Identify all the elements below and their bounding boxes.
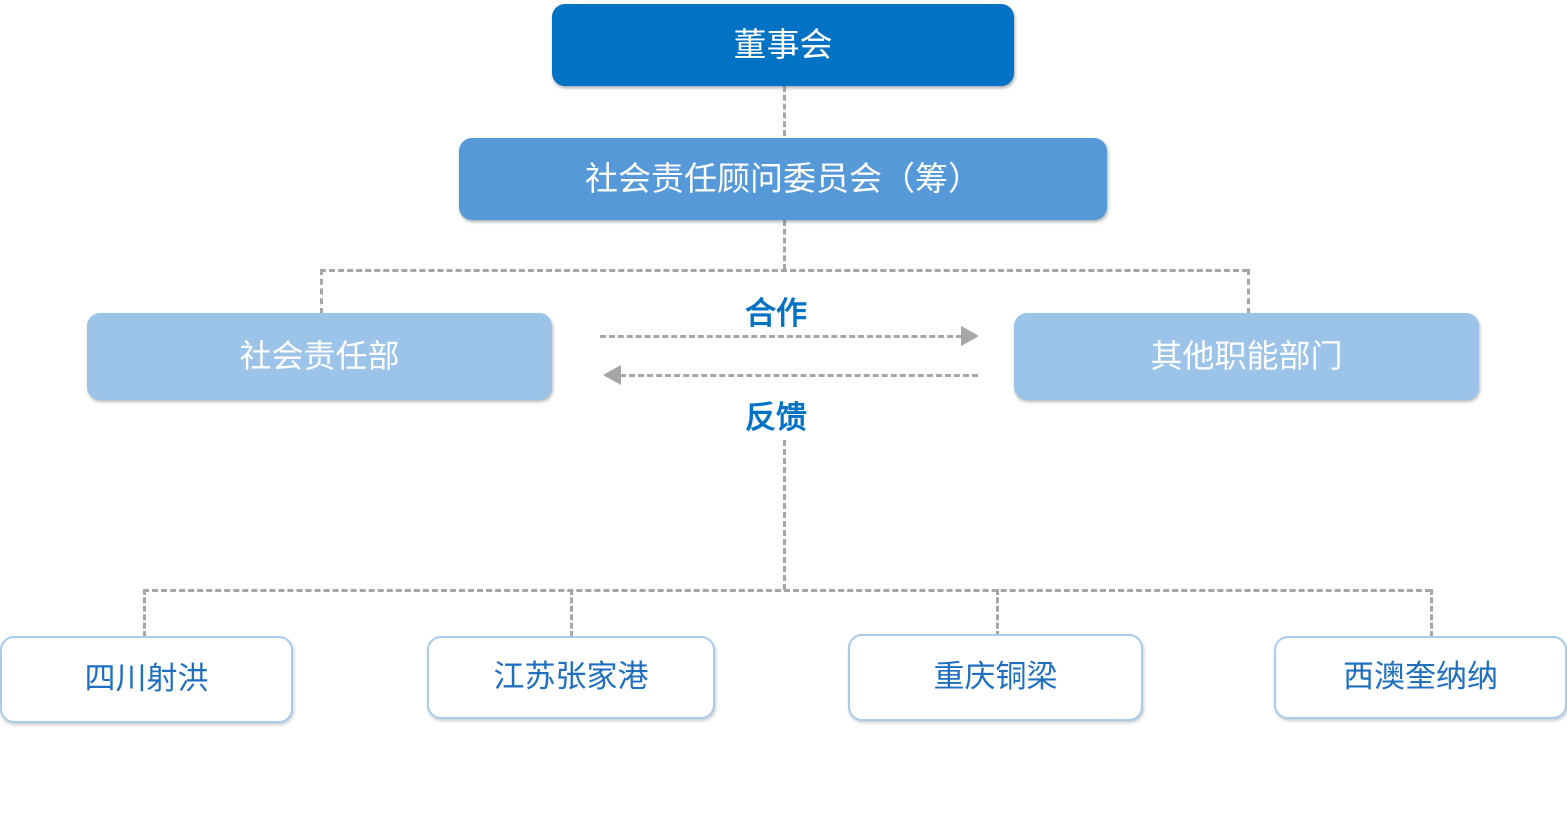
node-other-functional-departments-label: 其他职能部门: [1150, 336, 1343, 375]
node-csr-advisory-committee-label: 社会责任顾问委员会（筹）: [585, 158, 981, 198]
connector-sites-bus: [143, 589, 1431, 592]
node-site-sichuan-shehong[interactable]: 四川射洪: [0, 636, 293, 723]
arrow-feedback-head-icon: [603, 365, 621, 385]
node-site-western-australia-kwinana[interactable]: 西澳奎纳纳: [1274, 636, 1567, 719]
connector-bus-to-site-3: [1430, 589, 1433, 637]
node-csr-department[interactable]: 社会责任部: [87, 313, 552, 400]
connector-bus-to-csr-dept: [320, 269, 323, 314]
node-site-jiangsu-zhangjiagang-label: 江苏张家港: [493, 659, 649, 696]
connector-department-bus: [320, 269, 1248, 272]
node-site-western-australia-kwinana-label: 西澳奎纳纳: [1343, 659, 1498, 696]
node-site-sichuan-shehong-label: 四川射洪: [84, 661, 209, 698]
node-other-functional-departments[interactable]: 其他职能部门: [1014, 313, 1479, 400]
connector-csr-dept-to-sites-stem: [783, 440, 786, 590]
node-csr-department-label: 社会责任部: [239, 336, 400, 375]
arrow-cooperation-shaft: [600, 335, 962, 338]
connector-board-to-committee: [783, 86, 786, 136]
relation-label-cooperation: 合作: [745, 296, 807, 332]
connector-bus-to-other-depts: [1247, 269, 1250, 314]
node-board-of-directors-label: 董事会: [733, 24, 833, 64]
arrow-cooperation-head-icon: [961, 326, 979, 346]
arrow-feedback-shaft: [620, 374, 978, 377]
node-site-chongqing-tongliang[interactable]: 重庆铜梁: [848, 634, 1143, 721]
connector-bus-to-site-0: [143, 589, 146, 637]
relation-label-feedback: 反馈: [745, 400, 807, 436]
node-site-chongqing-tongliang-label: 重庆铜梁: [933, 659, 1058, 696]
node-csr-advisory-committee[interactable]: 社会责任顾问委员会（筹）: [459, 138, 1107, 220]
connector-committee-stem: [783, 220, 786, 270]
connector-bus-to-site-1: [570, 589, 573, 637]
node-site-jiangsu-zhangjiagang[interactable]: 江苏张家港: [427, 636, 715, 719]
node-board-of-directors[interactable]: 董事会: [552, 4, 1014, 86]
connector-bus-to-site-2: [996, 589, 999, 637]
